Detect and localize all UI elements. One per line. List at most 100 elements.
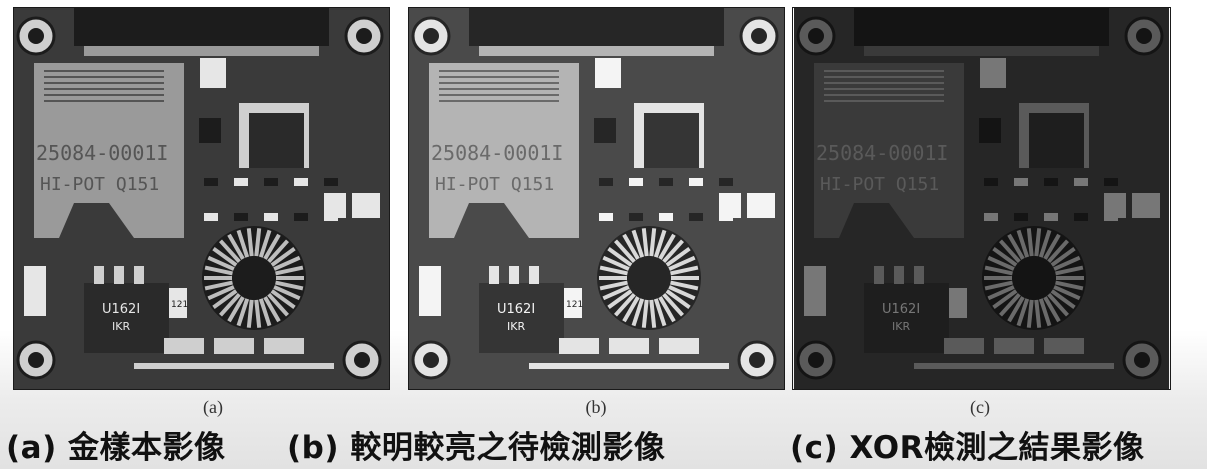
coil-winding xyxy=(1034,299,1042,328)
capacitor-center xyxy=(808,28,824,44)
capacitor-center xyxy=(28,28,44,44)
coil-winding xyxy=(1016,298,1030,327)
coil-winding xyxy=(649,228,657,257)
smd-part xyxy=(1104,178,1118,186)
heatsink-ridge xyxy=(824,76,944,78)
coil-winding xyxy=(992,246,1018,267)
coil-winding xyxy=(602,285,630,301)
caption-b: (b) 較明較亮之待檢測影像 xyxy=(287,430,666,466)
smd-part xyxy=(659,213,673,221)
chip-text-1: U162I xyxy=(882,302,920,317)
toroid-core xyxy=(236,260,272,296)
coil-winding xyxy=(599,280,628,291)
top-connector xyxy=(469,8,724,46)
coil-winding xyxy=(270,289,296,310)
chip-text-2: IKR xyxy=(892,320,910,333)
coil-winding xyxy=(984,280,1013,291)
coil-winding xyxy=(273,285,301,301)
chip-pin xyxy=(94,266,104,284)
coil-winding xyxy=(1047,292,1069,317)
coil-winding xyxy=(236,229,250,258)
smd-part xyxy=(1044,178,1058,186)
coil-winding xyxy=(258,298,272,327)
coil-winding xyxy=(275,265,304,276)
coil-winding xyxy=(263,296,281,323)
coil-winding xyxy=(614,239,636,264)
bottom-trace xyxy=(529,363,729,369)
coil-winding xyxy=(658,296,676,323)
solder-pad xyxy=(609,338,649,354)
smd-part xyxy=(204,213,218,221)
solder-pad xyxy=(994,338,1034,354)
capacitor-center xyxy=(749,352,765,368)
heatsink-ridge xyxy=(824,100,944,102)
coil-winding xyxy=(670,280,699,291)
smd-part xyxy=(1044,213,1058,221)
coil-winding xyxy=(1053,255,1081,271)
solder-pad xyxy=(214,338,254,354)
coil-winding xyxy=(212,289,238,310)
power-chip xyxy=(479,283,564,353)
chip-pin xyxy=(529,266,539,284)
heatsink-ridge xyxy=(44,100,164,102)
coil-winding xyxy=(267,239,289,264)
coil-winding xyxy=(254,299,262,328)
capacitor-center xyxy=(356,28,372,44)
coil-winding xyxy=(670,265,699,276)
small-label-b: (b) xyxy=(585,397,607,417)
smd-part xyxy=(629,213,643,221)
relay-part xyxy=(352,193,380,218)
coil-winding xyxy=(999,239,1021,264)
capacitor-center xyxy=(423,352,439,368)
board-text-2: HI-POT Q151 xyxy=(820,174,939,195)
top-connector xyxy=(74,8,329,46)
coil-winding xyxy=(1043,296,1061,323)
resistor xyxy=(949,288,967,318)
coil-winding xyxy=(1026,299,1034,328)
heatsink-ridge xyxy=(824,82,944,84)
coil-winding xyxy=(204,265,233,276)
solder-pad xyxy=(264,338,304,354)
resistor-text: 121 xyxy=(171,300,188,310)
heatsink-ridge xyxy=(44,82,164,84)
bottom-trace xyxy=(134,363,334,369)
coil-winding xyxy=(1034,228,1042,257)
white-component xyxy=(595,58,621,88)
small-label-c: (c) xyxy=(970,397,990,417)
top-connector xyxy=(854,8,1109,46)
coil-winding xyxy=(631,229,645,258)
solder-pad xyxy=(944,338,984,354)
smd-part xyxy=(984,178,998,186)
coil-winding xyxy=(1047,239,1069,264)
smd-part xyxy=(659,178,673,186)
coil-winding xyxy=(668,285,696,301)
coil-winding xyxy=(658,233,676,260)
bottom-trace xyxy=(914,363,1114,369)
heatsink-ridge xyxy=(439,94,559,96)
coil-winding xyxy=(275,280,304,291)
heatsink-ridge xyxy=(824,70,944,72)
coil-winding xyxy=(212,246,238,267)
smd-part xyxy=(719,178,733,186)
board-text-1: 25084-0001I xyxy=(431,141,563,165)
coil-winding xyxy=(987,285,1015,301)
coil-winding xyxy=(668,255,696,271)
resistor xyxy=(169,288,187,318)
coil-winding xyxy=(622,233,640,260)
coil-winding xyxy=(263,233,281,260)
board-text-2: HI-POT Q151 xyxy=(435,174,554,195)
regulator-chip xyxy=(1029,113,1084,168)
coil-winding xyxy=(207,285,235,301)
chip-text-1: U162I xyxy=(102,302,140,317)
smd-part xyxy=(689,178,703,186)
coil-winding xyxy=(227,233,245,260)
capacitor-center xyxy=(1134,352,1150,368)
coil-winding xyxy=(1026,228,1034,257)
coil-winding xyxy=(204,280,233,291)
heatsink-ridge xyxy=(44,76,164,78)
coil-winding xyxy=(1038,229,1052,258)
coil-winding xyxy=(254,228,262,257)
